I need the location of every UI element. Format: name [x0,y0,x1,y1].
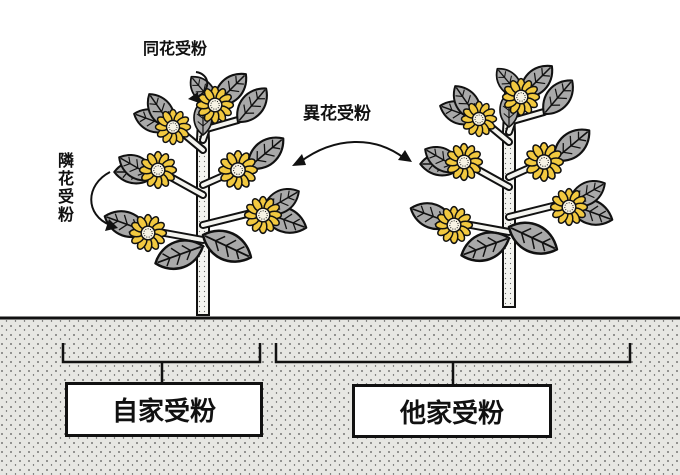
cross-pollination-box: 他家受粉 [352,384,552,438]
curved-arrow-icon [90,171,111,226]
left-plant [101,66,311,315]
label-same-flower: 同花受粉 [143,39,208,58]
label-adjacent-flower: 隣花受粉 [55,152,74,224]
curved-arrow-icon [195,71,209,99]
double-arrow-icon [292,141,412,166]
bracket-icon [61,343,262,383]
label-cross-flower: 異花受粉 [303,104,371,124]
bracket-icon [274,343,632,385]
self-pollination-box: 自家受粉 [65,382,263,437]
right-plant [407,58,617,307]
